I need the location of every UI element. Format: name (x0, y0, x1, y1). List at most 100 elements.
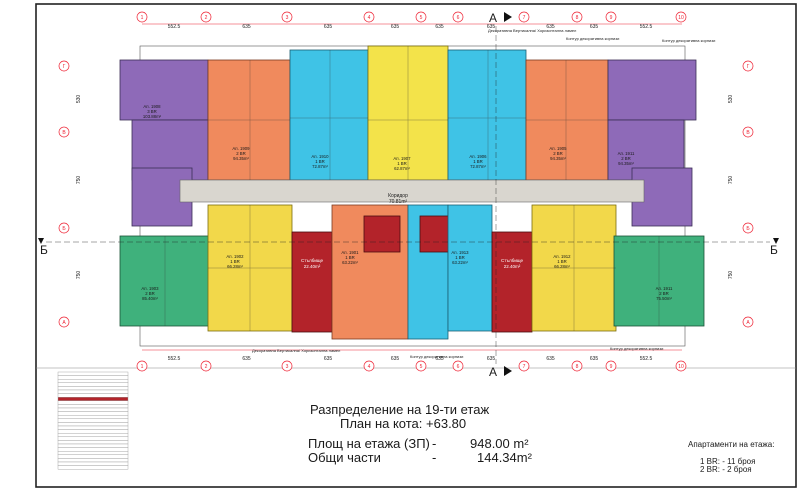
axis-top-bubble-1 (136, 11, 148, 23)
axis-right-label-1: В (746, 130, 750, 136)
apt-6-line-2: 94.35m² (618, 161, 634, 166)
axis-top-bubble-2 (200, 11, 212, 23)
dim-side-0-0: 530 (76, 95, 82, 104)
apt-1-line-2: 94.35m² (233, 156, 249, 161)
thumb-floor-1 (57, 375, 129, 380)
thumb-floor-19 (57, 440, 129, 445)
dim-top-0: 552.5 (168, 24, 181, 30)
note-bottom-2: Контур декоративна корнизи (410, 354, 463, 359)
thumb-floor-18 (57, 436, 129, 441)
stat-sep-common: - (432, 450, 437, 465)
section-mark-top: A (489, 11, 497, 25)
dim-bottom-4: 635 (435, 356, 444, 362)
axis-top-bubble-9 (605, 11, 617, 23)
thumb-floor-17 (57, 433, 129, 438)
unit-purple-tl-a (119, 59, 209, 121)
axis-top-label-1: 1 (141, 15, 144, 21)
axis-bottom-bubble-1 (136, 360, 148, 372)
apt-8-line-1: 1 BR (230, 259, 240, 264)
dim-top-3: 635 (391, 24, 400, 30)
axis-bottom-bubble-2 (200, 360, 212, 372)
plan-title: Разпределение на 19-ти етаж (310, 402, 490, 417)
thumb-floor-22 (57, 451, 129, 456)
stat-sep-floor-area: - (432, 436, 437, 451)
apt-7-line-1: 2 BR (145, 291, 155, 296)
dim-side-0-1: 530 (728, 95, 734, 104)
legend-title: Апартаменти на етажа: (688, 440, 775, 449)
apt-11-line-1: 1 BR (557, 259, 567, 264)
stair-right-label: Стълбище (501, 258, 523, 263)
dim-bottom-3: 635 (391, 356, 400, 362)
dim-side-2-0: 750 (76, 271, 82, 280)
apt-12-line-2: 75.50m² (656, 296, 672, 301)
thumb-floor-11 (57, 411, 129, 416)
axis-left-label-0: Г (63, 64, 66, 70)
axis-right-label-2: Б (746, 226, 750, 232)
apt-4-line-0: Ап. 1906 (469, 154, 487, 159)
apt-3-line-2: 62.87m² (394, 166, 410, 171)
apt-5-line-2: 94.35m² (550, 156, 566, 161)
dim-bottom-0: 552.5 (168, 356, 181, 362)
axis-right-label-3: А (746, 320, 750, 326)
axis-top-bubble-8 (571, 11, 583, 23)
thumb-floor-21 (57, 447, 129, 452)
axis-top-label-10: 10 (678, 15, 684, 21)
dim-side-2-1: 750 (728, 271, 734, 280)
section-arrow-left (38, 238, 44, 244)
apt-12-line-1: 2 BR (659, 291, 669, 296)
apt-8-line-0: Ап. 1902 (226, 254, 244, 259)
unit-cyan-tr (447, 49, 527, 181)
thumb-floor-25 (57, 461, 129, 466)
axis-top-bubble-4 (363, 11, 375, 23)
section-arrow-top (504, 12, 512, 22)
dim-bottom-5: 635 (487, 356, 496, 362)
axis-left-bubble-3 (58, 316, 70, 328)
section-mark-bottom: A (489, 365, 497, 379)
dim-bottom-1: 635 (242, 356, 251, 362)
unit-purple-tr-a (607, 59, 697, 121)
axis-bottom-label-2: 2 (205, 364, 208, 370)
axis-bottom-bubble-7 (518, 360, 530, 372)
axis-top-label-8: 8 (576, 15, 579, 21)
apt-5-line-0: Ап. 1905 (549, 146, 567, 151)
axis-left-bubble-1 (58, 126, 70, 138)
axis-top-bubble-10 (675, 11, 687, 23)
axis-right-bubble-3 (742, 316, 754, 328)
axis-bottom-bubble-6 (452, 360, 464, 372)
dim-top-1: 635 (242, 24, 251, 30)
axis-bottom-bubble-5 (415, 360, 427, 372)
apt-2-line-0: Ап. 1910 (311, 154, 329, 159)
stair-left-area: 22.40m² (304, 264, 321, 269)
axis-bottom-label-8: 8 (576, 364, 579, 370)
apt-4-line-1: 1 BR (473, 159, 483, 164)
thumb-floor-12 (57, 415, 129, 420)
dim-top-2: 635 (324, 24, 333, 30)
interior-walls (164, 46, 660, 331)
axis-bottom-label-6: 6 (457, 364, 460, 370)
apt-3-line-1: 1 BR (397, 161, 407, 166)
thumb-floor-24 (57, 458, 129, 463)
stair-left (291, 231, 333, 333)
apt-5-line-1: 2 BR (553, 151, 563, 156)
apt-10-line-0: Ап. 1913 (451, 250, 469, 255)
thumb-floor-13 (57, 418, 129, 423)
thumb-floor-2 (57, 379, 129, 384)
axis-bottom-bubble-10 (675, 360, 687, 372)
apt-9-line-1: 1 BR (345, 255, 355, 260)
stair-right (491, 231, 533, 333)
thumb-floor-6 (57, 393, 129, 398)
apt-0-line-2: 103.88m² (143, 114, 162, 119)
axis-left-bubble-2 (58, 222, 70, 234)
legend-row-2br: 2 BR: - 2 броя (700, 465, 752, 474)
dim-top-5: 635 (487, 24, 496, 30)
apt-3-line-0: Ап. 1907 (393, 156, 411, 161)
axis-top-label-6: 6 (457, 15, 460, 21)
axis-bottom-label-5: 5 (420, 364, 423, 370)
apt-6-line-1: 2 BR (621, 156, 631, 161)
